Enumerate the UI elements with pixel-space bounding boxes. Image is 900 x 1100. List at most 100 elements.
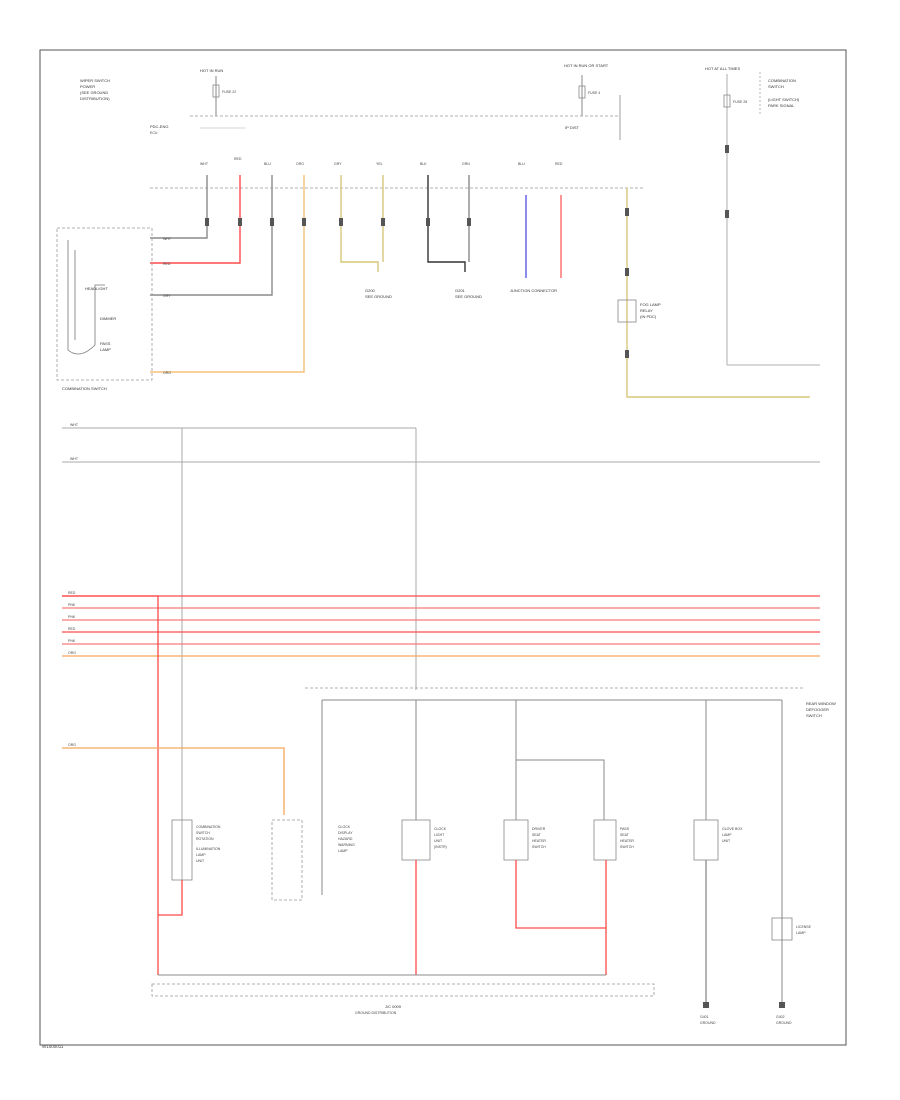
svg-text:UNIT: UNIT [434,839,443,843]
lower-left-label: ORG [68,743,76,747]
svg-text:DRIVER: DRIVER [532,827,546,831]
svg-text:RED: RED [163,262,171,266]
svg-text:SEE GROUND: SEE GROUND [455,294,482,299]
box-right-label: IP DIST [565,125,579,130]
svg-text:GROUND: GROUND [700,1021,716,1025]
svg-text:RED: RED [68,627,76,631]
svg-text:GRY: GRY [163,294,171,298]
svg-text:G201: G201 [455,288,466,293]
svg-text:GLOVE BOX: GLOVE BOX [722,827,743,831]
lower-ground-wires [158,860,707,1005]
svg-text:DISPLAY: DISPLAY [338,831,353,835]
svg-text:J/C 0009: J/C 0009 [385,1004,402,1009]
lower-box-4: DRIVER SEAT HEATER SWITCH [503,819,546,861]
svg-text:CLOCK: CLOCK [434,827,447,831]
svg-text:LAMP: LAMP [196,853,206,857]
svg-text:SEAT: SEAT [532,833,542,837]
svg-text:HAZARD: HAZARD [338,837,353,841]
fuse-left: HOT IN RUN FUSE 22 [200,68,236,116]
svg-text:ORG: ORG [163,371,171,375]
svg-text:DISTRIBUTION): DISTRIBUTION) [80,96,110,101]
svg-text:POWER: POWER [80,84,95,89]
svg-text:FOG LAMP: FOG LAMP [640,302,661,307]
svg-text:LIGHT: LIGHT [434,833,445,837]
svg-text:PASS: PASS [620,827,630,831]
svg-text:SWITCH: SWITCH [532,845,546,849]
svg-text:ORG: ORG [68,651,76,655]
top-left-note: WIPER SWITCH POWER (SEE GROUND DISTRIBUT… [80,78,110,101]
svg-text:RED: RED [234,157,242,161]
svg-text:LAMP: LAMP [100,347,111,352]
svg-text:WIPER SWITCH: WIPER SWITCH [80,78,110,83]
ground-b: G201 SEE GROUND [455,288,482,299]
svg-text:GRY: GRY [334,162,342,166]
svg-text:LAMP: LAMP [796,931,806,935]
svg-text:PNK: PNK [68,603,76,607]
svg-text:DIMMER: DIMMER [100,316,116,321]
svg-text:PASS: PASS [100,341,111,346]
top-wires [150,175,810,398]
svg-text:GROUND: GROUND [776,1021,792,1025]
top-tap-labels: WHT RED BLU ORG GRY YEL BLK GRN BLU RED [200,157,563,166]
svg-text:WARNING: WARNING [338,843,355,847]
svg-text:(LIGHT SWITCH): (LIGHT SWITCH) [768,97,800,102]
svg-text:DEFOGGER: DEFOGGER [806,707,829,712]
lower-box-6: GLOVE BOX LAMP UNIT [693,819,743,861]
svg-text:SEAT: SEAT [620,833,630,837]
svg-text:YEL: YEL [376,162,383,166]
svg-text:GRN: GRN [462,162,470,166]
svg-text:COMBINATION SWITCH: COMBINATION SWITCH [62,386,107,391]
lower-box-3: CLOCK LIGHT UNIT (INSTR) [401,819,447,861]
svg-text:SEE GROUND: SEE GROUND [365,294,392,299]
lower-left-orange [62,747,285,815]
svg-text:BLU: BLU [264,162,271,166]
fog-lamp-relay: FOG LAMP RELAY (IN PDC) [617,299,661,323]
combination-switch: HEADLIGHT DIMMER PASS LAMP COMBINATION S… [56,227,153,391]
diagram-footer-id: W1000011 [42,1044,64,1049]
svg-text:RED: RED [68,591,76,595]
svg-text:WHT: WHT [163,237,172,241]
svg-text:HOT IN RUN OR START: HOT IN RUN OR START [564,63,609,68]
svg-text:UNIT: UNIT [196,859,205,863]
svg-text:HOT IN RUN: HOT IN RUN [200,68,223,73]
svg-text:BLU: BLU [518,162,525,166]
svg-text:G200: G200 [365,288,376,293]
svg-text:WHT: WHT [70,457,79,461]
svg-text:HEATER: HEATER [532,839,546,843]
svg-text:COMBINATION: COMBINATION [768,78,796,83]
svg-text:ILLUMINATION: ILLUMINATION [196,847,221,851]
svg-text:FUSE 22: FUSE 22 [222,90,236,94]
svg-text:PNK: PNK [68,615,76,619]
right-lamp: LICENSE LAMP [771,917,812,941]
svg-text:ORG: ORG [296,162,304,166]
svg-text:RED: RED [555,162,563,166]
junction-label: JUNCTION CONNECTOR [510,288,557,293]
svg-text:WHT: WHT [200,162,209,166]
svg-text:GROUND DISTRIBUTION: GROUND DISTRIBUTION [355,1011,397,1015]
svg-text:HOT AT ALL TIMES: HOT AT ALL TIMES [705,66,740,71]
svg-text:REAR WINDOW: REAR WINDOW [806,701,836,706]
svg-text:ROTATION: ROTATION [196,837,214,841]
svg-text:SWITCH: SWITCH [768,84,784,89]
lower-block-note: REAR WINDOW DEFOGGER SWITCH [806,701,836,718]
color-bus [62,595,820,975]
svg-text:G401: G401 [700,1015,709,1019]
svg-text:FUSE 28: FUSE 28 [733,100,747,104]
bottom-ground-bus: J/C 0009 GROUND DISTRIBUTION [151,974,655,1015]
svg-text:FUSE 4: FUSE 4 [588,91,600,95]
fuse-mid: HOT IN RUN OR START FUSE 4 [564,63,609,116]
svg-text:HEATER: HEATER [620,839,634,843]
box-left-label: PDC-ENG [150,124,168,129]
svg-text:(SEE GROUND: (SEE GROUND [80,90,108,95]
lower-drops [321,700,783,1005]
svg-text:LAMP: LAMP [722,833,732,837]
svg-text:COMBINATION: COMBINATION [196,825,221,829]
svg-text:WHT: WHT [70,423,79,427]
box-left-sub: ECU [150,131,158,135]
bus-line-labels: WHT WHT [70,423,79,461]
diagram-frame [39,49,847,1046]
svg-text:LAMP: LAMP [338,849,348,853]
svg-text:BLK: BLK [420,162,427,166]
lower-box-2: CLOCK DISPLAY HAZARD WARNING LAMP [271,819,355,901]
